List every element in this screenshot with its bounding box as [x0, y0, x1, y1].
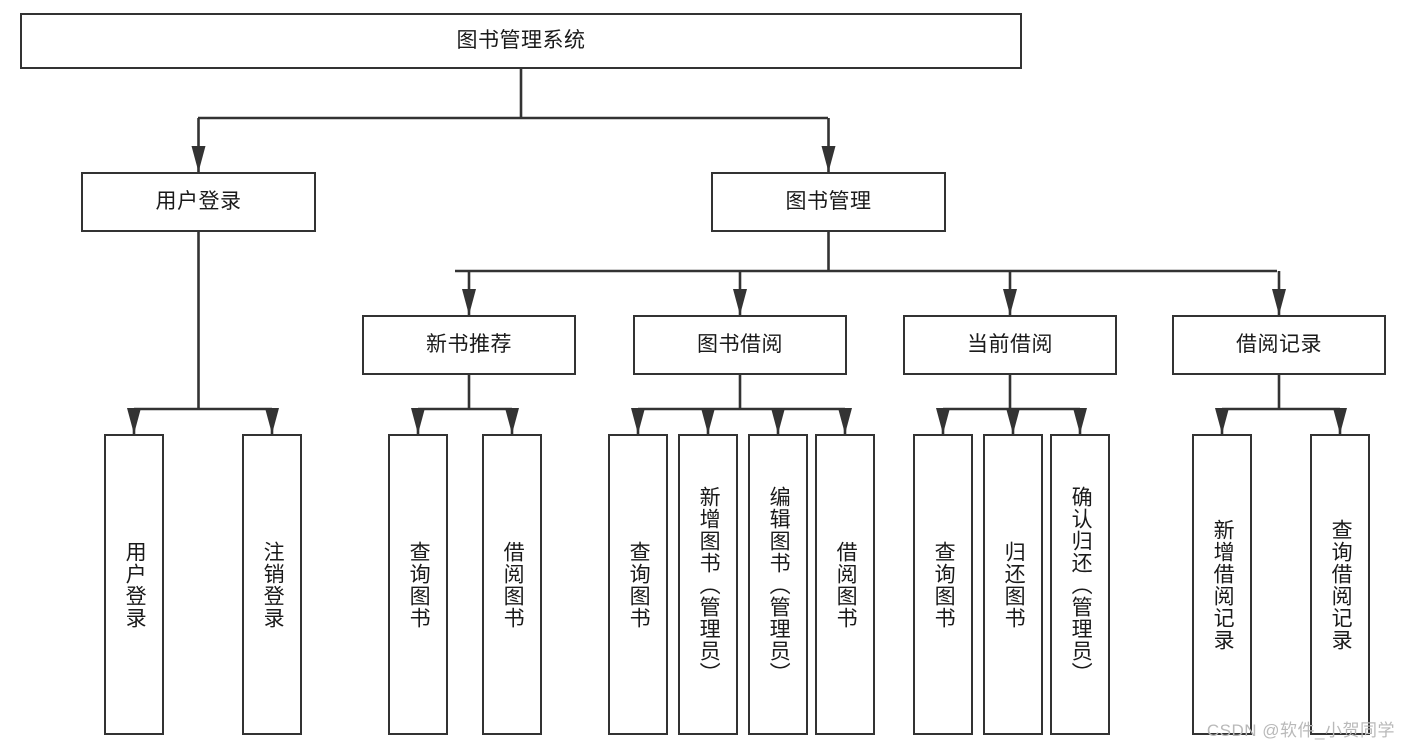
node-newbook[interactable]: 新书推荐: [362, 315, 576, 375]
node-label: 注销登录: [261, 540, 285, 629]
arrowhead-borrow-1: [631, 408, 645, 434]
arrowhead-current: [1003, 289, 1017, 315]
node-login[interactable]: 用户登录: [81, 172, 316, 232]
node-borrow-4[interactable]: 借阅图书: [815, 434, 875, 735]
node-newbook-2[interactable]: 借阅图书: [482, 434, 542, 735]
node-label: 借阅记录: [1236, 333, 1322, 357]
node-label: 用户登录: [155, 190, 242, 214]
arrowhead-current-2: [1006, 408, 1020, 434]
node-current-2[interactable]: 归还图书: [983, 434, 1043, 735]
arrowhead-newbook: [462, 289, 476, 315]
watermark: CSDN @软件_小贺同学: [1206, 721, 1395, 740]
node-label: 查询借阅记录: [1329, 518, 1353, 651]
node-label: 借阅图书: [834, 540, 858, 629]
node-label: 查询图书: [627, 540, 651, 629]
arrowhead-login-1: [127, 408, 141, 434]
arrowhead-borrow-3: [771, 408, 785, 434]
node-label: 查询图书: [932, 540, 956, 629]
node-newbook-1[interactable]: 查询图书: [388, 434, 448, 735]
arrowhead-newbook-2: [505, 408, 519, 434]
node-records-2[interactable]: 查询借阅记录: [1310, 434, 1370, 735]
node-borrow[interactable]: 图书借阅: [633, 315, 847, 375]
node-login-2[interactable]: 注销登录: [242, 434, 302, 735]
arrowhead-records-1: [1215, 408, 1229, 434]
arrowhead-newbook-1: [411, 408, 425, 434]
node-root[interactable]: 图书管理系统: [20, 13, 1022, 69]
node-label: 用户登录: [123, 540, 147, 629]
node-label: 编辑图书（管理员）: [767, 485, 791, 684]
node-label: 借阅图书: [501, 540, 525, 629]
node-label: 图书借阅: [697, 333, 783, 357]
node-label: 新增借阅记录: [1211, 518, 1235, 651]
node-label: 新增图书（管理员）: [697, 485, 721, 684]
node-login-1[interactable]: 用户登录: [104, 434, 164, 735]
arrowhead-borrow-4: [838, 408, 852, 434]
arrowhead-login-2: [265, 408, 279, 434]
arrowhead-borrow: [733, 289, 747, 315]
arrowhead-borrow-2: [701, 408, 715, 434]
node-borrow-2[interactable]: 新增图书（管理员）: [678, 434, 738, 735]
arrowhead-login: [191, 146, 206, 172]
node-label: 图书管理: [785, 190, 872, 214]
arrowhead-bookmgmt: [821, 146, 836, 172]
node-records[interactable]: 借阅记录: [1172, 315, 1386, 375]
node-label: 图书管理系统: [456, 29, 586, 53]
node-current-3[interactable]: 确认归还（管理员）: [1050, 434, 1110, 735]
arrowhead-records: [1272, 289, 1286, 315]
node-label: 当前借阅: [967, 333, 1053, 357]
node-label: 查询图书: [407, 540, 431, 629]
arrowhead-current-1: [936, 408, 950, 434]
node-label: 新书推荐: [426, 333, 512, 357]
node-records-1[interactable]: 新增借阅记录: [1192, 434, 1252, 735]
node-label: 归还图书: [1002, 540, 1026, 629]
node-current[interactable]: 当前借阅: [903, 315, 1117, 375]
arrowhead-current-3: [1073, 408, 1087, 434]
node-borrow-3[interactable]: 编辑图书（管理员）: [748, 434, 808, 735]
arrowhead-records-2: [1333, 408, 1347, 434]
node-label: 确认归还（管理员）: [1069, 485, 1093, 684]
node-bookmgmt[interactable]: 图书管理: [711, 172, 946, 232]
node-borrow-1[interactable]: 查询图书: [608, 434, 668, 735]
node-current-1[interactable]: 查询图书: [913, 434, 973, 735]
